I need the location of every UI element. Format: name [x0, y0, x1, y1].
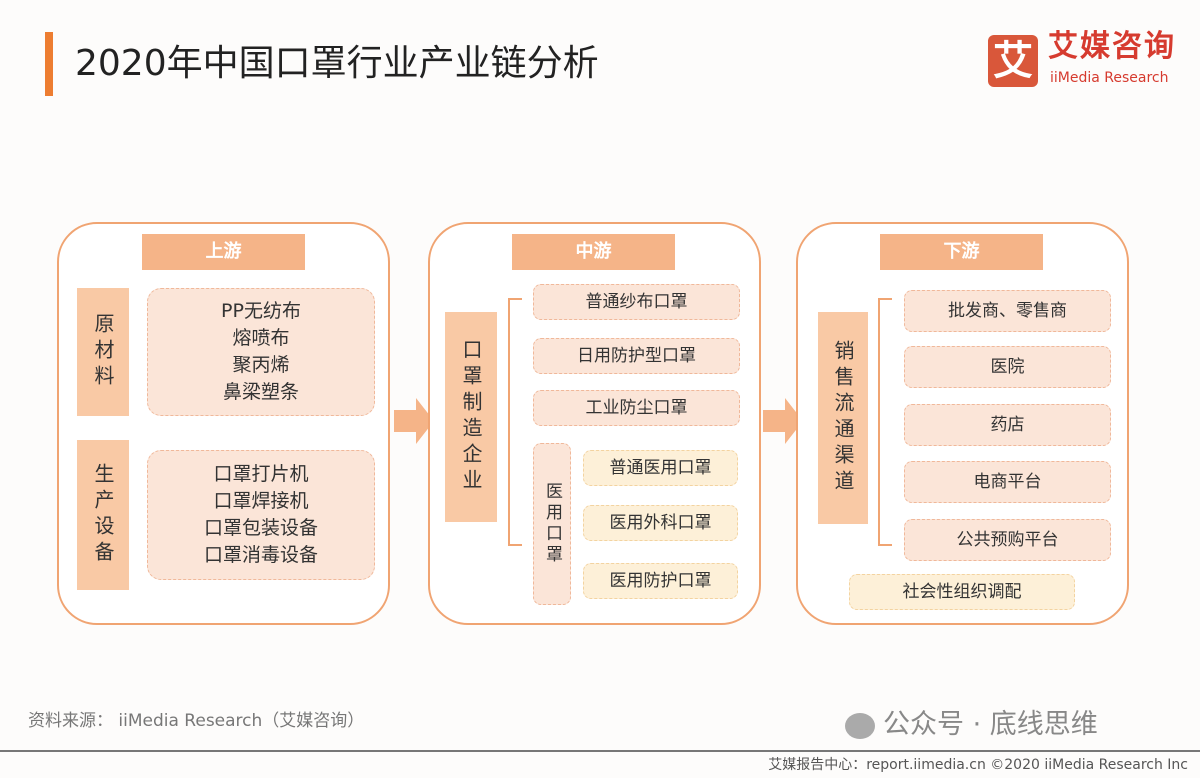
- product-box: 日用防护型口罩: [533, 338, 740, 374]
- manufacturer-label: 口罩制造企业: [445, 312, 497, 522]
- source-note: 资料来源： iiMedia Research（艾媒咨询）: [28, 711, 365, 731]
- medical-product-box: 医用防护口罩: [583, 563, 738, 599]
- midstream-header: 中游: [512, 234, 675, 270]
- title-accent-bar: [45, 32, 53, 96]
- watermark: 公众号 · 底线思维: [845, 708, 1098, 742]
- channel-box: 电商平台: [904, 461, 1111, 503]
- page-title: 2020年中国口罩行业产业链分析: [75, 43, 599, 84]
- channel-box: 公共预购平台: [904, 519, 1111, 561]
- list-item: 口罩打片机: [213, 463, 309, 485]
- watermark-text: 公众号 · 底线思维: [883, 709, 1098, 740]
- medical-product-box: 医用外科口罩: [583, 505, 738, 541]
- medical-mask-label: 医用口罩: [533, 443, 571, 605]
- social-org-box: 社会性组织调配: [849, 574, 1075, 610]
- channel-box: 批发商、零售商: [904, 290, 1111, 332]
- product-box: 工业防尘口罩: [533, 390, 740, 426]
- raw-material-label: 原材料: [77, 288, 129, 416]
- logo-text-cn: 艾媒咨询: [1048, 29, 1176, 64]
- downstream-header: 下游: [880, 234, 1043, 270]
- bracket: [878, 298, 892, 546]
- footer-divider: [0, 750, 1200, 752]
- channel-box: 药店: [904, 404, 1111, 446]
- upstream-header: 上游: [142, 234, 305, 270]
- channel-box: 医院: [904, 346, 1111, 388]
- list-item: 口罩包装设备: [203, 517, 318, 539]
- channel-label: 销售流通渠道: [818, 312, 868, 524]
- medical-product-box: 普通医用口罩: [583, 450, 738, 486]
- equipment-label: 生产设备: [77, 440, 129, 590]
- product-box: 普通纱布口罩: [533, 284, 740, 320]
- list-item: 聚丙烯: [232, 354, 290, 376]
- bracket: [508, 298, 522, 546]
- list-item: 熔喷布: [232, 327, 290, 349]
- list-item: 口罩焊接机: [213, 490, 309, 512]
- footer-text: 艾媒报告中心：report.iimedia.cn ©2020 iiMedia R…: [768, 757, 1188, 773]
- list-item: PP无纺布: [221, 300, 301, 322]
- arrow-right-icon: [763, 398, 803, 444]
- logo-text-en: iiMedia Research: [1050, 70, 1169, 86]
- logo-mark: 艾: [988, 35, 1038, 87]
- raw-material-list: PP无纺布 熔喷布 聚丙烯 鼻梁塑条: [147, 288, 375, 416]
- wechat-icon: [845, 712, 875, 739]
- equipment-list: 口罩打片机 口罩焊接机 口罩包装设备 口罩消毒设备: [147, 450, 375, 580]
- list-item: 口罩消毒设备: [203, 544, 318, 566]
- arrow-right-icon: [394, 398, 434, 444]
- list-item: 鼻梁塑条: [222, 381, 299, 403]
